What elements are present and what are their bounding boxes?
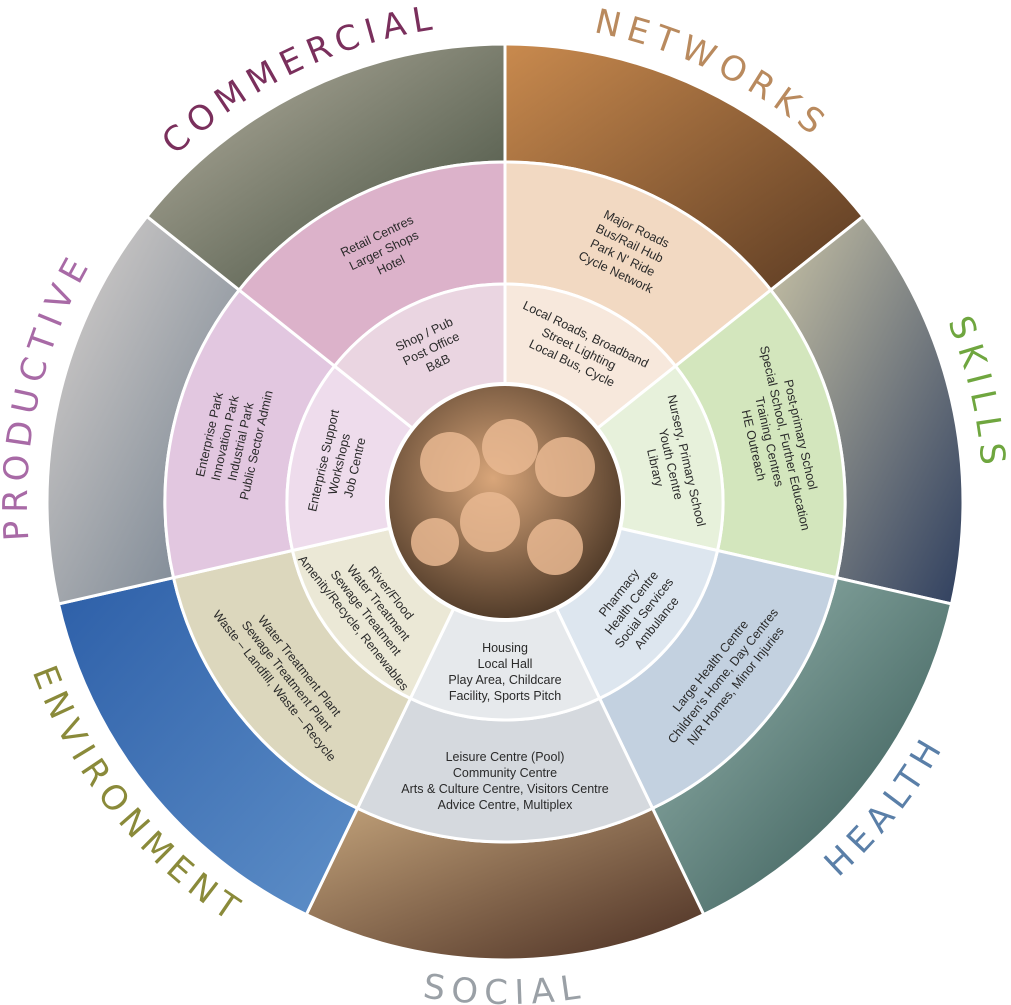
outer-text-social-line: Advice Centre, Multiplex: [438, 798, 574, 812]
middle-text-social-line: Local Hall: [478, 657, 533, 671]
face-2: [535, 437, 595, 497]
outer-text-social: Leisure Centre (Pool) Community CentreArt…: [401, 750, 609, 812]
face-3: [460, 492, 520, 552]
photo-ring: [45, 42, 965, 962]
face-5: [411, 518, 459, 566]
label-social: SOCIAL: [421, 967, 589, 1005]
outer-text-social-line: Leisure Centre (Pool): [446, 750, 565, 764]
middle-text-social-line: Facility, Sports Pitch: [449, 689, 561, 703]
family-faces: [411, 419, 595, 575]
face-0: [420, 432, 480, 492]
outer-text-social-line: Arts & Culture Centre, Visitors Centre: [401, 782, 609, 796]
center-photo: [385, 382, 625, 622]
face-1: [482, 419, 538, 475]
middle-text-social-line: Housing: [482, 641, 528, 655]
middle-text-social-line: Play Area, Childcare: [448, 673, 561, 687]
outer-text-social-line: Community Centre: [453, 766, 557, 780]
face-4: [527, 519, 583, 575]
